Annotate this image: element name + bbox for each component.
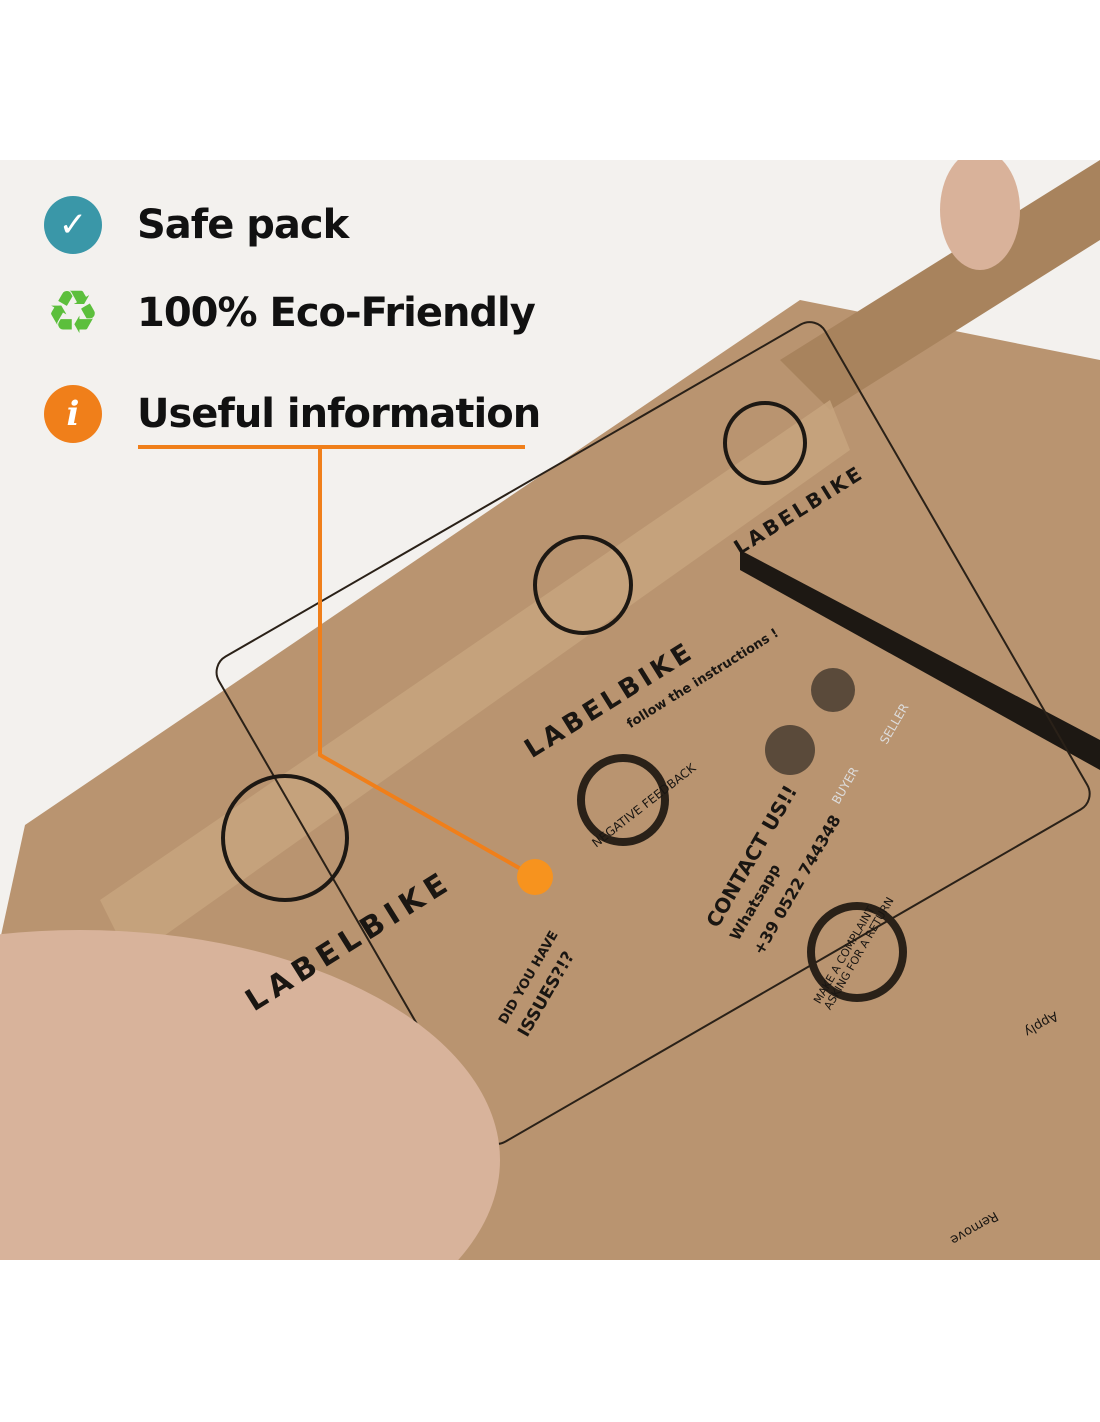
- tape-roll-strip: [780, 160, 1100, 410]
- tape-band: [100, 400, 850, 960]
- instruction-panel: [215, 321, 1091, 1145]
- seller-face-icon: [811, 668, 855, 712]
- box-illustration: [0, 160, 1100, 1260]
- feature-label: Useful information: [137, 391, 541, 437]
- product-photo: LABELBIKE LABELBIKE LABELBIKE follow the…: [0, 160, 1100, 1260]
- callout-line: [318, 449, 536, 879]
- hand: [940, 160, 1020, 270]
- feature-label: 100% Eco-Friendly: [137, 290, 536, 336]
- feature-eco-friendly: ♻ 100% Eco-Friendly: [44, 278, 536, 348]
- prohibited-icon: [807, 902, 907, 1002]
- recycle-icon: ♻: [46, 278, 100, 348]
- feature-safe-pack: ✓ Safe pack: [44, 196, 349, 254]
- info-icon: i: [44, 385, 102, 443]
- box-black-line: [740, 550, 1100, 770]
- mosquito-logo-icon: [221, 774, 349, 902]
- prohibited-icon: [577, 754, 669, 846]
- feature-label: Safe pack: [137, 202, 349, 248]
- check-circle-icon: ✓: [44, 196, 102, 254]
- buyer-face-icon: [765, 725, 815, 775]
- hand: [0, 930, 500, 1260]
- mosquito-logo-icon: [723, 401, 807, 485]
- feature-useful-information: i Useful information: [44, 385, 541, 443]
- mosquito-logo-icon: [533, 535, 633, 635]
- callout-dot: [517, 859, 553, 895]
